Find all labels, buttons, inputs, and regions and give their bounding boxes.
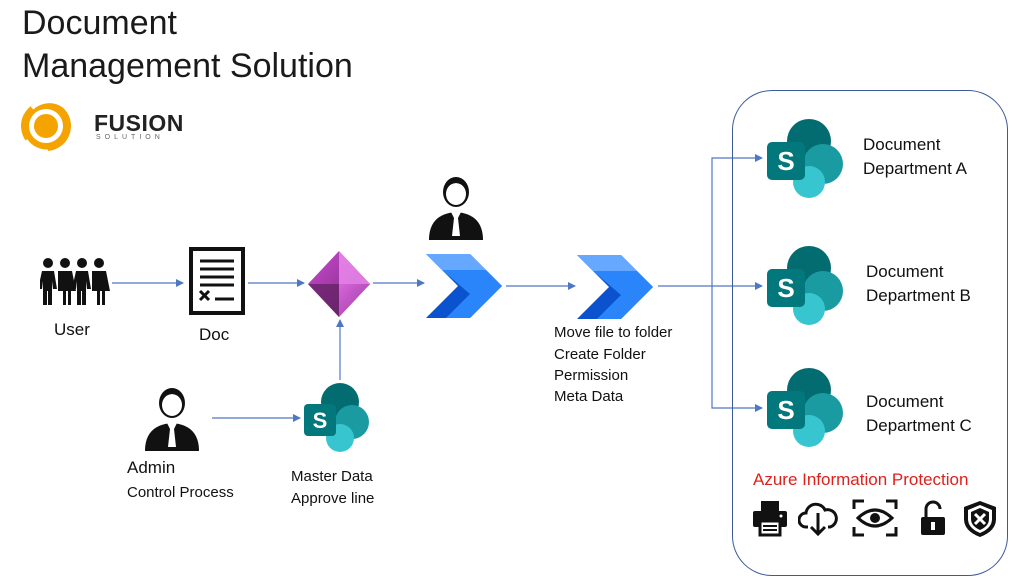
user-group-icon [38,257,110,312]
fusion-logo-mark [21,99,71,153]
flow-step-1: Move file to folder [554,324,673,341]
admin-person-icon [143,385,201,456]
flow-step-2: Create Folder [554,346,646,363]
flow-step-4: Meta Data [554,388,624,405]
sharepoint-icon: S [302,382,376,459]
arrow-flow-dept-a [658,154,763,287]
title-line-2: Management Solution [22,47,353,85]
user-label: User [54,320,90,339]
shield-x-icon [961,499,999,537]
master-data-label: Master Data [291,468,373,485]
printer-icon [751,499,789,537]
aip-label: Azure Information Protection [753,470,969,489]
doc-label: Doc [199,325,230,344]
svg-text:S: S [777,146,794,176]
logo-name: FUSION [94,110,184,136]
arrow-flow-dept-c [711,286,763,412]
cloud-download-icon [797,499,838,537]
title-line-1: Document [22,4,177,42]
page-title: Document Management Solution [22,2,353,88]
dept-a-line2: Department A [863,159,967,178]
approve-line-label: Approve line [291,490,375,507]
sharepoint-icon-dept-b: S [765,245,851,332]
svg-text:S: S [777,395,794,425]
fusion-logo: FUSION SOLUTION [18,96,188,156]
admin-label: Admin [127,458,176,477]
approver-person-icon [427,174,485,245]
unlock-icon [918,499,948,537]
dept-b-line1: Document [866,262,944,281]
sharepoint-icon-dept-c: S [765,367,851,454]
departments-panel [732,90,1008,576]
dept-c-line2: Department C [866,416,972,435]
svg-text:S: S [777,273,794,303]
svg-text:S: S [313,408,328,433]
power-apps-icon [304,249,374,324]
document-icon [189,247,245,320]
eye-scan-icon [852,499,898,537]
power-automate-icon [426,254,506,323]
flow-step-3: Permission [554,367,629,384]
admin-sublabel: Control Process [127,484,234,501]
power-automate-icon-2 [577,255,657,324]
dept-b-line2: Department B [866,286,971,305]
dept-a-line1: Document [863,135,941,154]
logo-tagline: SOLUTION [96,134,164,141]
sharepoint-icon-dept-a: S [765,118,851,205]
dept-c-line1: Document [866,392,944,411]
